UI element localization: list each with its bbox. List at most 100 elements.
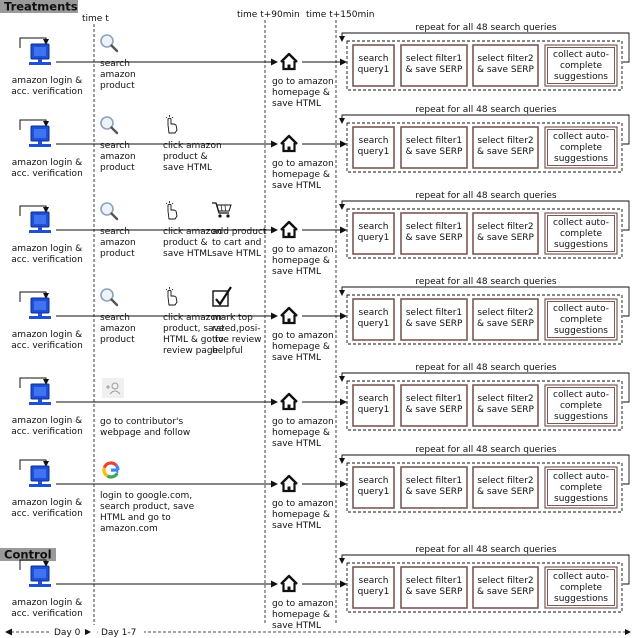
filter1-box-label: select filter1& save SERP bbox=[406, 54, 463, 75]
filter1-box-label: select filter1& save SERP bbox=[406, 394, 463, 415]
login-label: amazon login &acc. verification bbox=[11, 158, 83, 179]
repeat-label: repeat for all 48 search queries bbox=[415, 23, 557, 33]
search-loop-container bbox=[346, 380, 623, 431]
treatments-header: Treatments bbox=[4, 0, 78, 14]
login-label: amazon login &acc. verification bbox=[11, 330, 83, 351]
time-t90-label: time t+90min bbox=[237, 10, 300, 20]
control-header: Control bbox=[4, 548, 52, 562]
magnifier-icon bbox=[100, 288, 119, 307]
treatment-row: amazon login &acc. verification go to con… bbox=[11, 363, 630, 449]
login-label: amazon login &acc. verification bbox=[11, 76, 83, 97]
filter2-box bbox=[472, 466, 539, 509]
home-icon bbox=[280, 574, 298, 593]
filter2-box-label: select filter2& save SERP bbox=[477, 136, 534, 157]
autocomplete-box bbox=[544, 126, 618, 169]
home-icon bbox=[280, 52, 298, 71]
filter2-box-label: select filter2& save SERP bbox=[477, 476, 534, 497]
computer-icon bbox=[19, 559, 51, 587]
home-icon bbox=[280, 306, 298, 325]
time-t150-label: time t+150min bbox=[306, 10, 374, 20]
filter2-box-label: select filter2& save SERP bbox=[477, 576, 534, 597]
filter1-box-label: select filter1& save SERP bbox=[406, 476, 463, 497]
home-icon bbox=[280, 134, 298, 153]
magnifier-icon bbox=[100, 202, 119, 221]
control-header-bg bbox=[0, 548, 56, 561]
login-label: amazon login &acc. verification bbox=[11, 598, 83, 619]
computer-icon bbox=[19, 205, 51, 233]
autocomplete-box bbox=[544, 212, 618, 255]
search-loop-container bbox=[346, 40, 623, 91]
checkmark-icon bbox=[212, 286, 232, 307]
filter1-box-label: select filter1& save SERP bbox=[406, 576, 463, 597]
day17-label: Day 1-7 bbox=[101, 628, 136, 638]
login-label: amazon login &acc. verification bbox=[11, 416, 83, 437]
filter2-box-label: select filter2& save SERP bbox=[477, 394, 534, 415]
computer-icon bbox=[19, 37, 51, 65]
search-loop-container bbox=[346, 562, 623, 613]
autocomplete-box bbox=[544, 44, 618, 87]
filter2-box-label: select filter2& save SERP bbox=[477, 308, 534, 329]
repeat-label: repeat for all 48 search queries bbox=[415, 545, 557, 555]
computer-icon bbox=[19, 119, 51, 147]
filter1-box bbox=[400, 384, 468, 427]
search-query-box bbox=[352, 44, 395, 87]
computer-icon bbox=[19, 291, 51, 319]
click-hand-icon bbox=[165, 201, 178, 220]
filter2-box bbox=[472, 126, 539, 169]
filter2-box-label: select filter2& save SERP bbox=[477, 54, 534, 75]
follow-icon bbox=[102, 378, 124, 398]
click-hand-icon bbox=[165, 115, 178, 134]
search-query-box bbox=[352, 126, 395, 169]
search-query-box bbox=[352, 298, 395, 341]
filter1-box-label: select filter1& save SERP bbox=[406, 136, 463, 157]
magnifier-icon bbox=[100, 116, 119, 135]
repeat-label: repeat for all 48 search queries bbox=[415, 363, 557, 373]
filter1-box bbox=[400, 466, 468, 509]
repeat-label: repeat for all 48 search queries bbox=[415, 277, 557, 287]
filter2-box bbox=[472, 566, 539, 609]
autocomplete-box bbox=[544, 466, 618, 509]
home-icon bbox=[280, 474, 298, 493]
login-label: amazon login &acc. verification bbox=[11, 244, 83, 265]
step-label: login to google.com,search product, save… bbox=[100, 491, 195, 534]
search-query-box bbox=[352, 566, 395, 609]
home-icon bbox=[280, 392, 298, 411]
repeat-label: repeat for all 48 search queries bbox=[415, 105, 557, 115]
search-loop-container bbox=[346, 208, 623, 259]
treatments-header-bg bbox=[0, 0, 78, 13]
filter1-box bbox=[400, 44, 468, 87]
filter1-box bbox=[400, 212, 468, 255]
filter1-box bbox=[400, 126, 468, 169]
search-query-box bbox=[352, 384, 395, 427]
autocomplete-box bbox=[544, 566, 618, 609]
repeat-label: repeat for all 48 search queries bbox=[415, 445, 557, 455]
time-t-label: time t bbox=[82, 14, 109, 24]
